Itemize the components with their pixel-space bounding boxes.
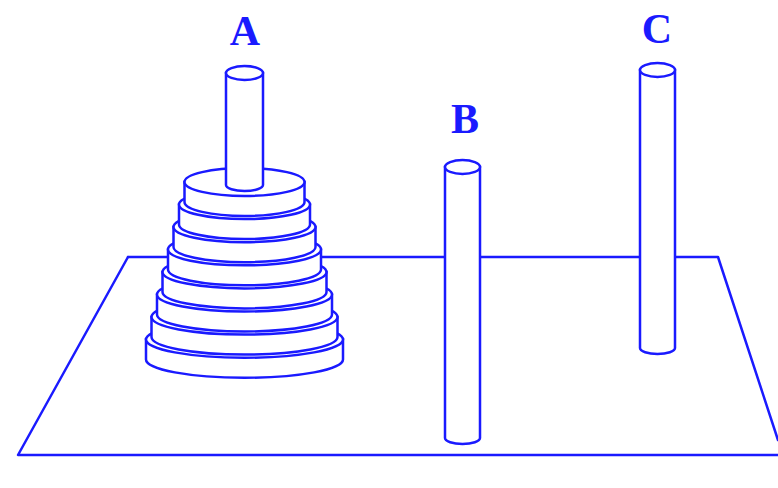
peg-c <box>640 63 675 354</box>
peg-label: C <box>642 8 672 50</box>
peg-b <box>445 160 480 444</box>
peg-label: A <box>230 10 260 52</box>
peg-a <box>226 66 263 191</box>
peg-label: B <box>451 98 479 140</box>
